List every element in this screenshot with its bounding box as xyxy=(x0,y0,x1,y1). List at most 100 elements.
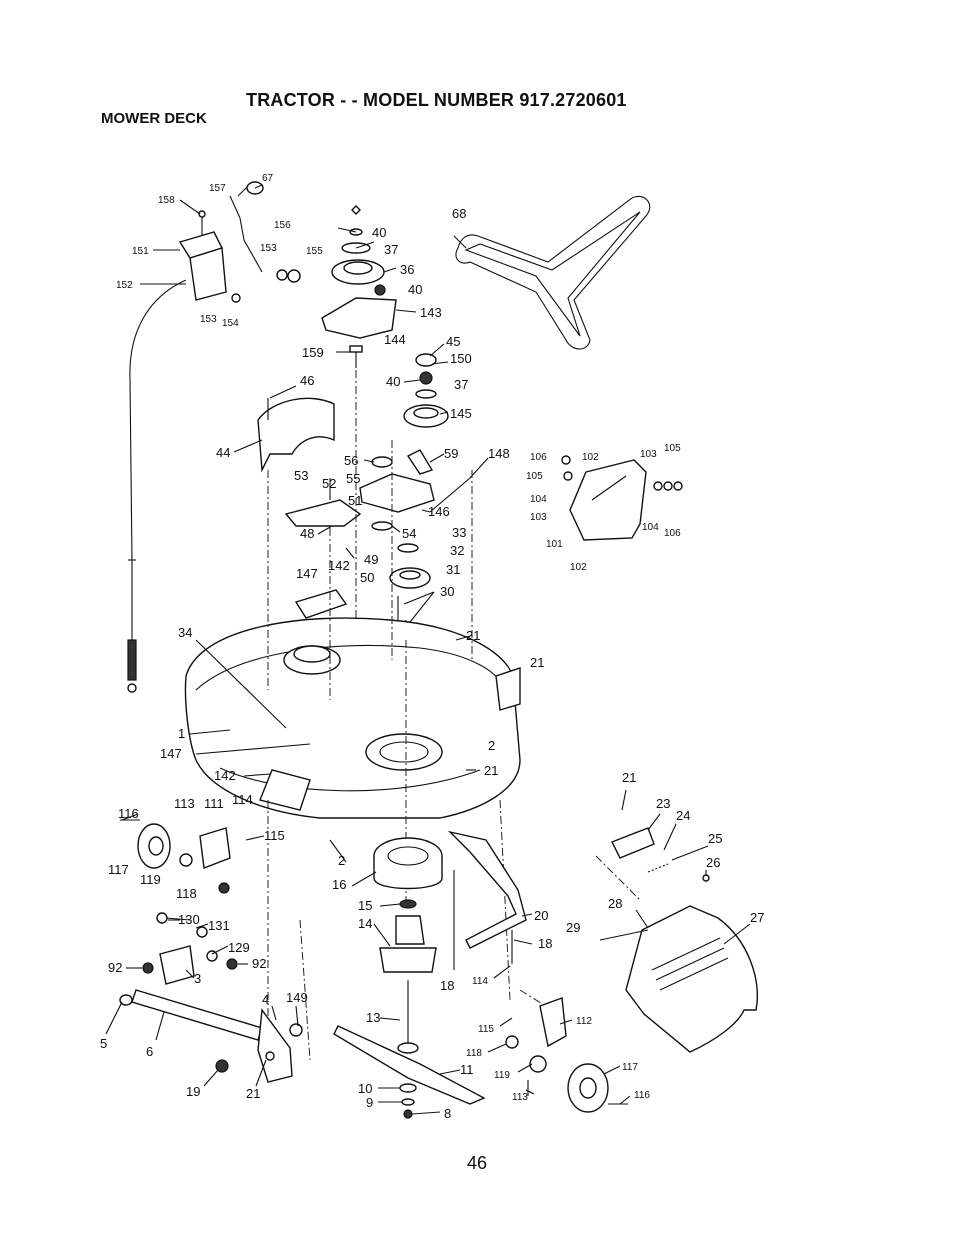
callout: 21 xyxy=(466,628,480,643)
callout: 21 xyxy=(530,655,544,670)
callout: 2 xyxy=(488,738,495,753)
callout: 21 xyxy=(484,763,498,778)
callout: 144 xyxy=(384,332,406,347)
belt-guard xyxy=(257,397,335,473)
callout: 142 xyxy=(214,768,236,783)
mower-deck xyxy=(184,617,521,819)
callout: 154 xyxy=(222,318,239,329)
callout: 106 xyxy=(530,452,547,463)
callout: 6 xyxy=(146,1044,153,1059)
callout: 104 xyxy=(530,494,547,505)
callout: 106 xyxy=(664,528,681,539)
callout: 147 xyxy=(160,746,182,761)
callout: 37 xyxy=(454,377,468,392)
callout: 156 xyxy=(274,220,291,231)
callout: 40 xyxy=(386,374,400,389)
gauge-wheel-right xyxy=(505,997,628,1113)
callout: 18 xyxy=(440,978,454,993)
section-title: MOWER DECK xyxy=(101,110,207,127)
callout: 119 xyxy=(140,872,161,887)
callout: 114 xyxy=(472,976,488,987)
callout: 113 xyxy=(174,796,195,811)
callout: 155 xyxy=(306,246,323,257)
callout: 92 xyxy=(252,956,266,971)
callout: 40 xyxy=(408,282,422,297)
callout: 16 xyxy=(332,877,346,892)
callout: 68 xyxy=(452,206,466,221)
callout: 37 xyxy=(384,242,398,257)
callout: 30 xyxy=(440,584,454,599)
callout: 33 xyxy=(452,525,466,540)
callout: 105 xyxy=(664,443,681,454)
callout: 153 xyxy=(200,314,217,325)
callout: 27 xyxy=(750,910,764,925)
callout: 49 xyxy=(364,552,378,567)
callout: 129 xyxy=(228,940,250,955)
discharge-deflector xyxy=(561,455,683,541)
callout: 10 xyxy=(358,1081,372,1096)
callout: 40 xyxy=(372,225,386,240)
callout: 2 xyxy=(338,853,345,868)
callout: 157 xyxy=(209,183,226,194)
callout: 51 xyxy=(348,493,362,508)
callout: 119 xyxy=(494,1070,510,1081)
page-title: TRACTOR - - MODEL NUMBER 917.2720601 xyxy=(246,90,627,110)
callout: 21 xyxy=(622,770,636,785)
callout: 56 xyxy=(344,453,358,468)
callout: 102 xyxy=(582,452,599,463)
callout: 102 xyxy=(570,562,587,573)
callout: 158 xyxy=(158,195,175,206)
callout: 131 xyxy=(208,918,230,933)
callout: 147 xyxy=(296,566,318,581)
callout: 116 xyxy=(118,806,139,821)
callout: 14 xyxy=(358,916,372,931)
callout: 13 xyxy=(366,1010,380,1025)
callout: 11 xyxy=(460,1062,474,1077)
callout: 130 xyxy=(178,912,200,927)
callout: 101 xyxy=(546,539,563,550)
callout: 24 xyxy=(676,808,690,823)
callout: 21 xyxy=(246,1086,260,1101)
callout: 53 xyxy=(294,468,308,483)
callout: 150 xyxy=(450,351,472,366)
callout: 145 xyxy=(450,406,472,421)
callout: 45 xyxy=(446,334,460,349)
callout: 19 xyxy=(186,1084,200,1099)
lift-linkage xyxy=(127,181,301,693)
callout: 48 xyxy=(300,526,314,541)
callout: 111 xyxy=(204,796,224,811)
callout: 8 xyxy=(444,1106,451,1121)
callout: 143 xyxy=(420,305,442,320)
callout: 142 xyxy=(328,558,350,573)
callout: 117 xyxy=(108,862,129,877)
callout: 20 xyxy=(534,908,548,923)
callout: 18 xyxy=(538,936,552,951)
callout: 118 xyxy=(466,1048,482,1059)
callout: 103 xyxy=(640,449,657,460)
callout: 55 xyxy=(346,471,360,486)
page-number: 46 xyxy=(466,1153,488,1173)
callout: 103 xyxy=(530,512,547,523)
callout: 1 xyxy=(178,726,185,741)
callout: 104 xyxy=(642,522,659,533)
callout: 23 xyxy=(656,796,670,811)
callout: 46 xyxy=(300,373,314,388)
callout: 54 xyxy=(402,526,416,541)
callout: 114 xyxy=(232,792,253,807)
callout: 36 xyxy=(400,262,414,277)
callout: 149 xyxy=(286,990,308,1005)
callout: 153 xyxy=(260,243,277,254)
callout: 115 xyxy=(264,828,285,843)
callout: 146 xyxy=(428,504,450,519)
callout: 52 xyxy=(322,476,336,491)
callout: 116 xyxy=(634,1090,650,1101)
gauge-wheel-left xyxy=(120,819,231,894)
callout: 67 xyxy=(262,173,274,184)
callout: 50 xyxy=(360,570,374,585)
callout: 92 xyxy=(108,960,122,975)
callout: 105 xyxy=(526,471,543,482)
callout: 29 xyxy=(566,920,580,935)
front-hanger-arm xyxy=(447,830,527,970)
callout: 112 xyxy=(576,1016,592,1027)
